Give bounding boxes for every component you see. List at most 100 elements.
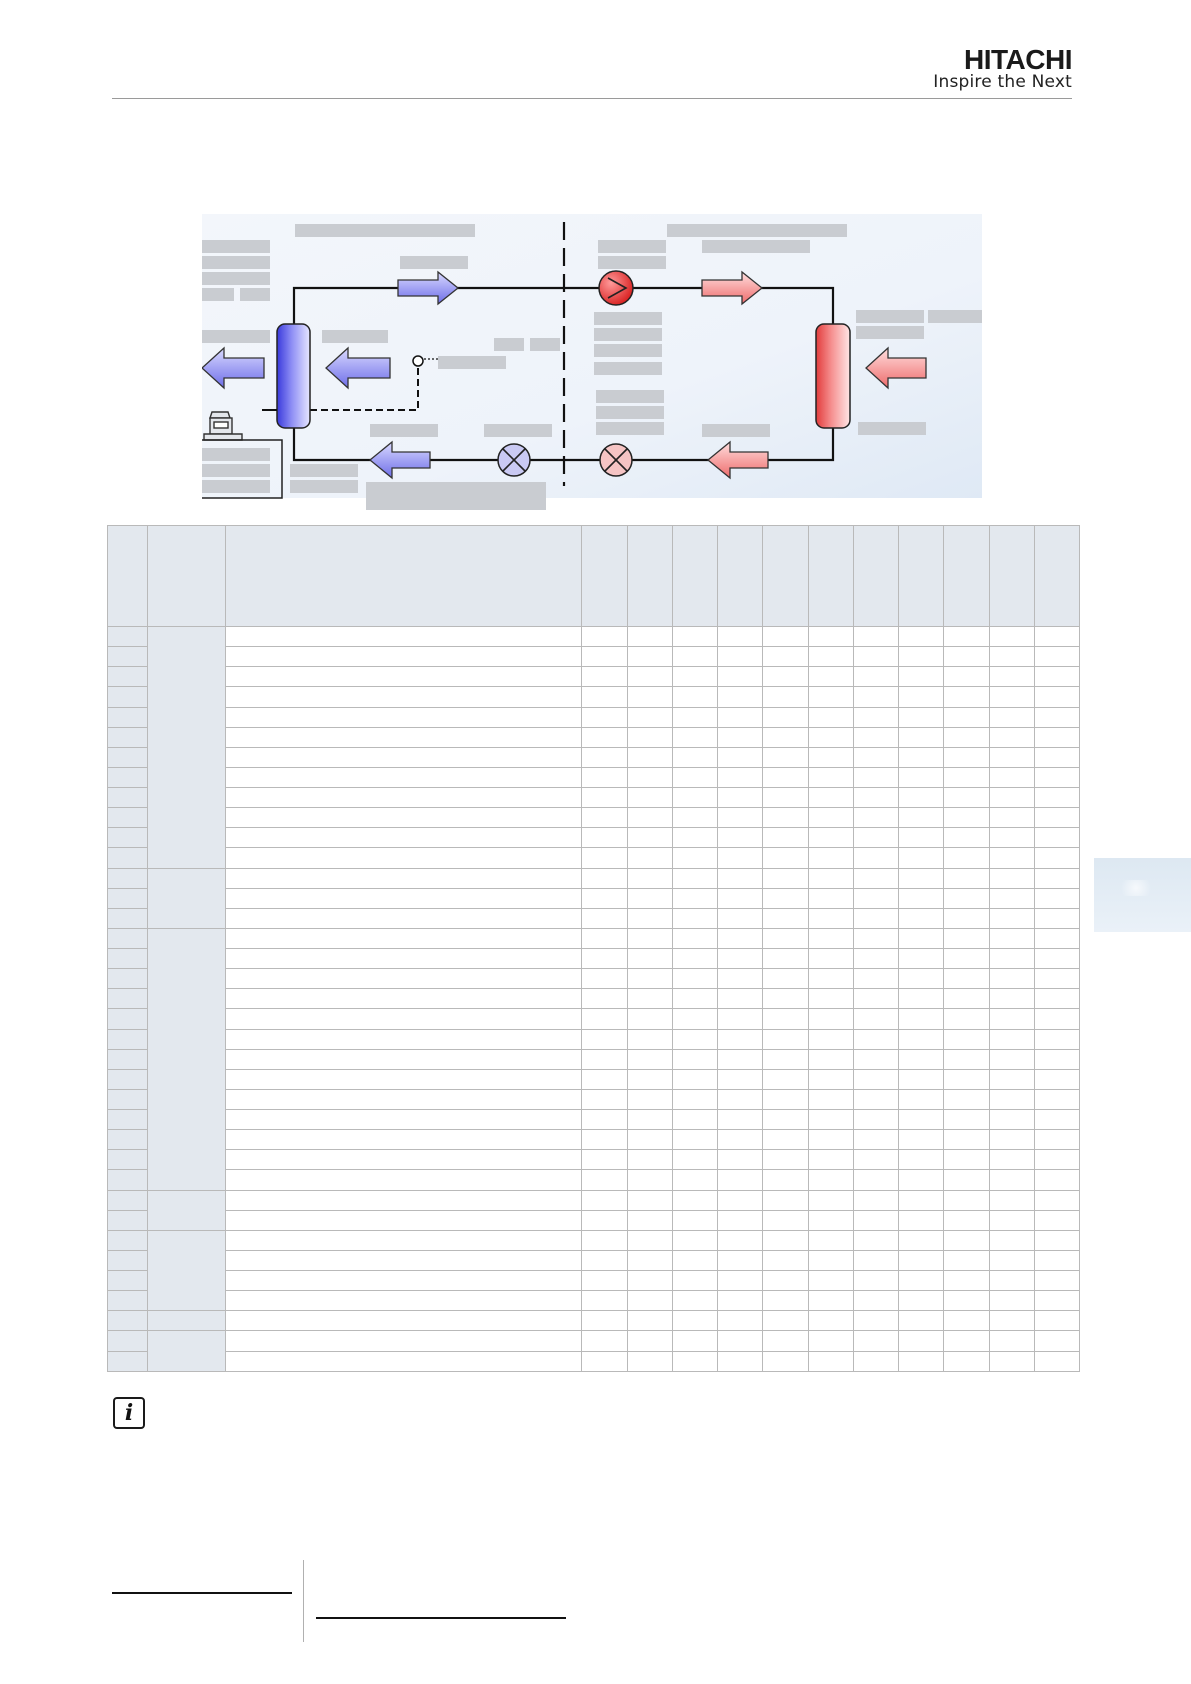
value-cell xyxy=(581,887,628,909)
value-cell xyxy=(717,746,763,768)
water-heat-exchanger xyxy=(276,323,311,429)
value-cell xyxy=(943,827,990,849)
value-cell xyxy=(1034,847,1080,869)
value-cell xyxy=(717,1189,763,1211)
value-cell xyxy=(627,1269,673,1292)
value-cell xyxy=(581,1189,628,1211)
value-cell xyxy=(762,1189,809,1211)
value-cell xyxy=(943,1129,990,1151)
value-cell xyxy=(762,686,809,708)
row-number-cell xyxy=(107,1048,148,1070)
header-cell xyxy=(762,525,809,627)
value-cell xyxy=(762,1229,809,1251)
value-cell xyxy=(717,666,763,688)
header-cell xyxy=(672,525,718,627)
value-cell xyxy=(672,1129,718,1151)
value-cell xyxy=(581,1229,628,1251)
value-cell xyxy=(853,1028,899,1050)
value-cell xyxy=(853,1008,899,1030)
value-cell xyxy=(808,1310,854,1332)
value-cell xyxy=(717,1330,763,1352)
row-number-cell xyxy=(107,1290,148,1312)
value-cell xyxy=(808,968,854,990)
row-number-cell xyxy=(107,1008,148,1030)
value-cell xyxy=(853,1189,899,1211)
value-cell xyxy=(672,766,718,789)
value-cell xyxy=(898,1350,944,1372)
value-cell xyxy=(717,1249,763,1272)
value-cell xyxy=(808,1249,854,1272)
value-cell xyxy=(943,625,990,648)
info-icon: i xyxy=(113,1397,145,1429)
value-cell xyxy=(898,1229,944,1251)
value-cell xyxy=(672,847,718,869)
value-cell xyxy=(989,646,1035,668)
row-number-cell xyxy=(107,686,148,708)
value-cell xyxy=(762,1310,809,1332)
value-cell xyxy=(672,726,718,748)
table-row xyxy=(107,887,1080,909)
header-cell xyxy=(717,525,763,627)
description-cell xyxy=(225,807,582,829)
chapter-side-tab[interactable] xyxy=(1094,858,1191,932)
value-cell xyxy=(672,666,718,688)
value-cell xyxy=(898,1108,944,1131)
value-cell xyxy=(943,1008,990,1030)
value-cell xyxy=(989,1169,1035,1191)
row-number-cell xyxy=(107,1209,148,1231)
value-cell xyxy=(853,646,899,668)
arrow-left-icon xyxy=(865,346,927,390)
value-cell xyxy=(853,907,899,929)
value-cell xyxy=(762,907,809,929)
value-cell xyxy=(627,1108,673,1131)
value-cell xyxy=(627,927,673,950)
description-cell xyxy=(225,1068,582,1090)
value-cell xyxy=(627,1129,673,1151)
value-cell xyxy=(898,887,944,909)
value-cell xyxy=(853,1129,899,1151)
value-cell xyxy=(898,1088,944,1111)
group-cell xyxy=(147,1310,226,1332)
header-cell xyxy=(147,525,226,627)
value-cell xyxy=(672,1229,718,1251)
table-row xyxy=(107,1129,1080,1151)
value-cell xyxy=(989,887,1035,909)
value-cell xyxy=(853,1209,899,1231)
value-cell xyxy=(581,1048,628,1070)
value-cell xyxy=(898,1129,944,1151)
value-cell xyxy=(989,988,1035,1010)
value-cell xyxy=(853,706,899,728)
value-cell xyxy=(853,1108,899,1131)
expansion-valve-icon xyxy=(497,443,531,477)
description-cell xyxy=(225,1149,582,1171)
table-row xyxy=(107,1269,1080,1292)
value-cell xyxy=(989,1290,1035,1312)
value-cell xyxy=(943,1350,990,1372)
value-cell xyxy=(1034,1189,1080,1211)
group-cell xyxy=(147,927,226,1191)
value-cell xyxy=(898,625,944,648)
value-cell xyxy=(808,1108,854,1131)
value-cell xyxy=(627,807,673,829)
footer-divider xyxy=(303,1560,304,1642)
value-cell xyxy=(717,1209,763,1231)
description-cell xyxy=(225,1028,582,1050)
value-cell xyxy=(943,686,990,708)
value-cell xyxy=(853,968,899,990)
value-cell xyxy=(1034,887,1080,909)
table-row xyxy=(107,847,1080,869)
value-cell xyxy=(898,1149,944,1171)
table-row xyxy=(107,927,1080,1191)
description-cell xyxy=(225,907,582,929)
value-cell xyxy=(808,666,854,688)
info-glyph: i xyxy=(124,1400,134,1426)
value-cell xyxy=(943,1169,990,1191)
value-cell xyxy=(989,1189,1035,1211)
value-cell xyxy=(808,1129,854,1151)
value-cell xyxy=(627,988,673,1010)
value-cell xyxy=(581,1290,628,1312)
value-cell xyxy=(989,1350,1035,1372)
value-cell xyxy=(627,867,673,889)
value-cell xyxy=(898,827,944,849)
value-cell xyxy=(627,646,673,668)
